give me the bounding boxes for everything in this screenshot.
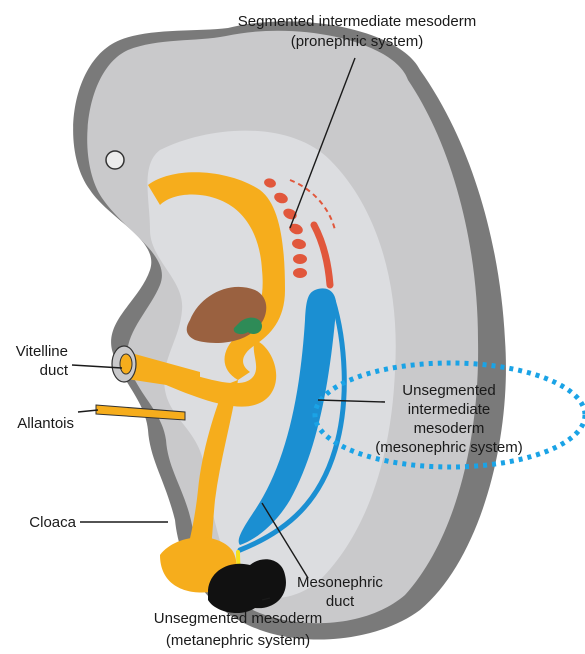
label-segmented-line2: (pronephric system) [291, 33, 424, 50]
label-unsegmented-mesoderm-line2: (metanephric system) [166, 632, 310, 649]
label-vitelline-line1: Vitelline [16, 343, 68, 360]
label-segmented-line1: Segmented intermediate mesoderm [238, 13, 476, 30]
label-mesonephric-duct-line1: Mesonephric [297, 574, 383, 591]
otic-vesicle-icon [106, 151, 124, 169]
vitelline-duct-lumen [120, 354, 132, 374]
label-mesonephric-duct-line2: duct [326, 593, 355, 610]
label-allantois: Allantois [17, 415, 74, 432]
leader-allantois [78, 410, 98, 412]
label-cloaca: Cloaca [29, 514, 76, 531]
pronephros-segment [293, 268, 307, 278]
pronephros-segment [293, 254, 307, 264]
label-unsegmented-intermediate-line1: Unsegmented [402, 382, 495, 399]
label-unsegmented-intermediate-line3: mesoderm [414, 420, 485, 437]
label-unsegmented-intermediate-line4: (mesonephric system) [375, 439, 523, 456]
label-vitelline-line2: duct [40, 362, 69, 379]
label-unsegmented-intermediate-line2: intermediate [408, 401, 491, 418]
label-unsegmented-mesoderm-line1: Unsegmented mesoderm [154, 610, 322, 627]
